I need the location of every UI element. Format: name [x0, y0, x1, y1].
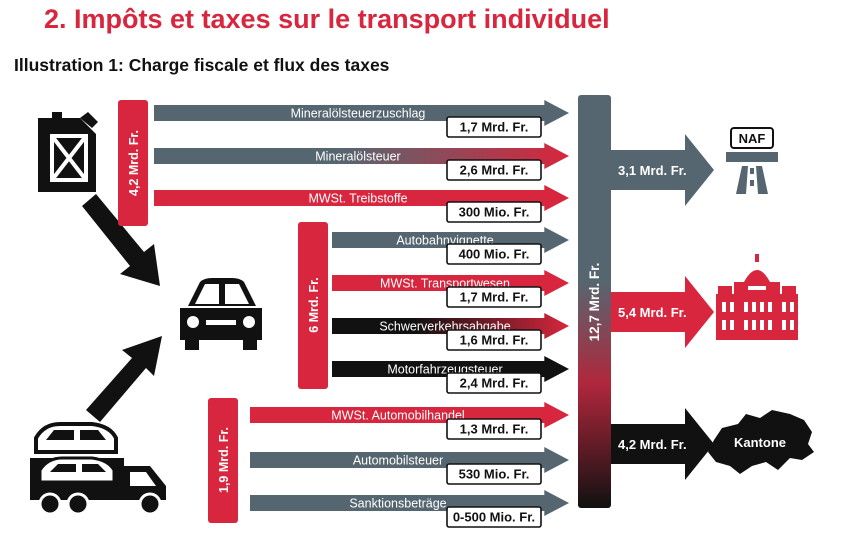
flow-arrow: Mineralölsteuer 2,6 Mrd. Fr.: [154, 143, 569, 181]
group-label: 6 Mrd. Fr.: [307, 277, 321, 333]
flow-arrow: Mineralölsteuerzuschlag 1,7 Mrd. Fr.: [154, 100, 569, 138]
switzerland-map-icon: Kantone: [708, 410, 814, 474]
total-bar: 12,7 Mrd. Fr.: [578, 95, 611, 508]
output-amount: 5,4 Mrd. Fr.: [618, 305, 687, 320]
parliament-building-icon: [716, 254, 798, 340]
flow-value-box: [446, 116, 542, 138]
naf-badge: NAF: [739, 131, 766, 146]
flow-value: 2,6 Mrd. Fr.: [460, 163, 529, 178]
flow-value-box: [446, 201, 542, 223]
flow-arrow: MWSt. Treibstoffe 300 Mio. Fr.: [154, 185, 569, 223]
flow-value: 0-500 Mio. Fr.: [453, 510, 535, 525]
flow-value-box: [446, 243, 542, 265]
output-amount: 3,1 Mrd. Fr.: [618, 163, 687, 178]
flow-value: 1,3 Mrd. Fr.: [460, 422, 529, 437]
flow-value-box: [446, 463, 542, 485]
output-cantons: 4,2 Mrd. Fr.: [611, 408, 714, 480]
highway-icon: NAF: [726, 127, 778, 194]
figure-caption: Illustration 1: Charge fiscale et flux d…: [14, 55, 390, 75]
car-transporter-truck-icon: [30, 422, 166, 516]
flow-value: 1,6 Mrd. Fr.: [460, 333, 529, 348]
cantons-label: Kantone: [734, 435, 786, 450]
fuel-canister-icon: [38, 112, 98, 192]
flow-label: MWSt. Automobilhandel: [331, 409, 464, 423]
flow-value-box: [446, 159, 542, 181]
group-bar-vehicle-use: 6 Mrd. Fr.: [298, 222, 328, 389]
page-title: 2. Impôts et taxes sur le transport indi…: [44, 4, 610, 34]
group-bar-vehicle-purchase: 1,9 Mrd. Fr.: [208, 398, 238, 523]
flow-value-box: [446, 418, 542, 440]
group-label: 1,9 Mrd. Fr.: [217, 427, 231, 493]
flow-value-box: [446, 372, 542, 394]
flow-label: MWSt. Treibstoffe: [308, 192, 407, 206]
flow-value: 2,4 Mrd. Fr.: [460, 376, 529, 391]
arrow-truck-to-car: [86, 336, 162, 422]
flow-value: 400 Mio. Fr.: [459, 247, 530, 262]
flow-label: Mineralölsteuer: [315, 150, 400, 164]
flow-arrow: Sanktionsbeträge 0-500 Mio. Fr.: [250, 490, 569, 528]
total-label: 12,7 Mrd. Fr.: [587, 263, 602, 342]
output-federal: 5,4 Mrd. Fr.: [611, 276, 714, 348]
car-icon: [180, 278, 262, 350]
output-naf: 3,1 Mrd. Fr.: [611, 134, 714, 206]
flow-value: 1,7 Mrd. Fr.: [460, 120, 529, 135]
flow-value: 530 Mio. Fr.: [459, 467, 530, 482]
flow-value-box: [446, 329, 542, 351]
flow-arrow: Automobilsteuer 530 Mio. Fr.: [250, 447, 569, 485]
flow-value-box: [446, 286, 542, 308]
flow-label: Mineralölsteuerzuschlag: [291, 107, 426, 121]
output-amount: 4,2 Mrd. Fr.: [618, 437, 687, 452]
arrow-fuel-to-car: [82, 194, 160, 286]
flow-label: Automobilsteuer: [353, 454, 443, 468]
flow-label: Sanktionsbeträge: [349, 497, 446, 511]
group-bar-fuel: 4,2 Mrd. Fr.: [118, 100, 148, 226]
flow-value: 1,7 Mrd. Fr.: [460, 290, 529, 305]
flow-value: 300 Mio. Fr.: [459, 205, 530, 220]
group-label: 4,2 Mrd. Fr.: [127, 130, 141, 196]
flow-value-box: [446, 506, 542, 528]
